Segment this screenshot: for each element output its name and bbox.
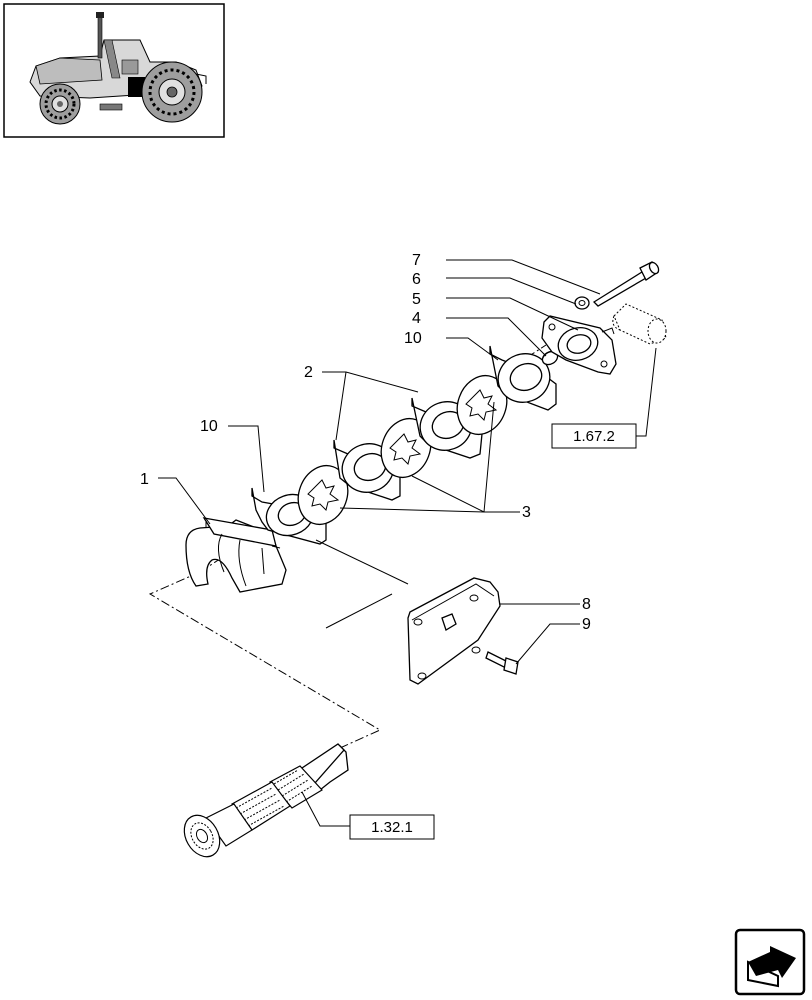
part-1-support-bracket — [185, 517, 287, 593]
next-page-arrow-icon[interactable] — [734, 928, 806, 996]
reference-box-1-67-2[interactable]: 1.67.2 — [551, 423, 637, 449]
callout-10-lower: 10 — [200, 418, 218, 435]
callout-5: 5 — [412, 291, 421, 308]
reference-box-1-32-1[interactable]: 1.32.1 — [349, 814, 435, 840]
friction-disc-upper — [456, 374, 508, 436]
leader-lines — [158, 259, 657, 827]
friction-disc-lower — [297, 464, 349, 526]
reference-label-1-32-1: 1.32.1 — [371, 819, 413, 836]
part-7-long-bolt — [592, 261, 660, 307]
reference-cylinder-part — [612, 303, 667, 345]
callout-7: 7 — [412, 252, 421, 269]
callout-4: 4 — [412, 310, 421, 327]
callout-1: 1 — [140, 471, 149, 488]
callout-3: 3 — [522, 504, 531, 521]
part-8-cover-plate — [407, 577, 501, 685]
callout-8: 8 — [582, 596, 591, 613]
callout-6: 6 — [412, 271, 421, 288]
part-10-plate-upper — [489, 345, 557, 411]
tractor-locator-icon — [3, 3, 225, 138]
splined-shaft — [183, 743, 349, 858]
shaft-axis-line — [148, 571, 382, 749]
reference-label-1-67-2: 1.67.2 — [573, 428, 615, 445]
callout-2: 2 — [304, 364, 313, 381]
friction-disc-middle — [380, 417, 432, 479]
callout-10-upper: 10 — [404, 330, 422, 347]
part-9-bolt — [485, 651, 519, 675]
part-6-washer — [574, 296, 590, 310]
callout-9: 9 — [582, 616, 591, 633]
part-5-caliper-housing — [541, 315, 617, 375]
